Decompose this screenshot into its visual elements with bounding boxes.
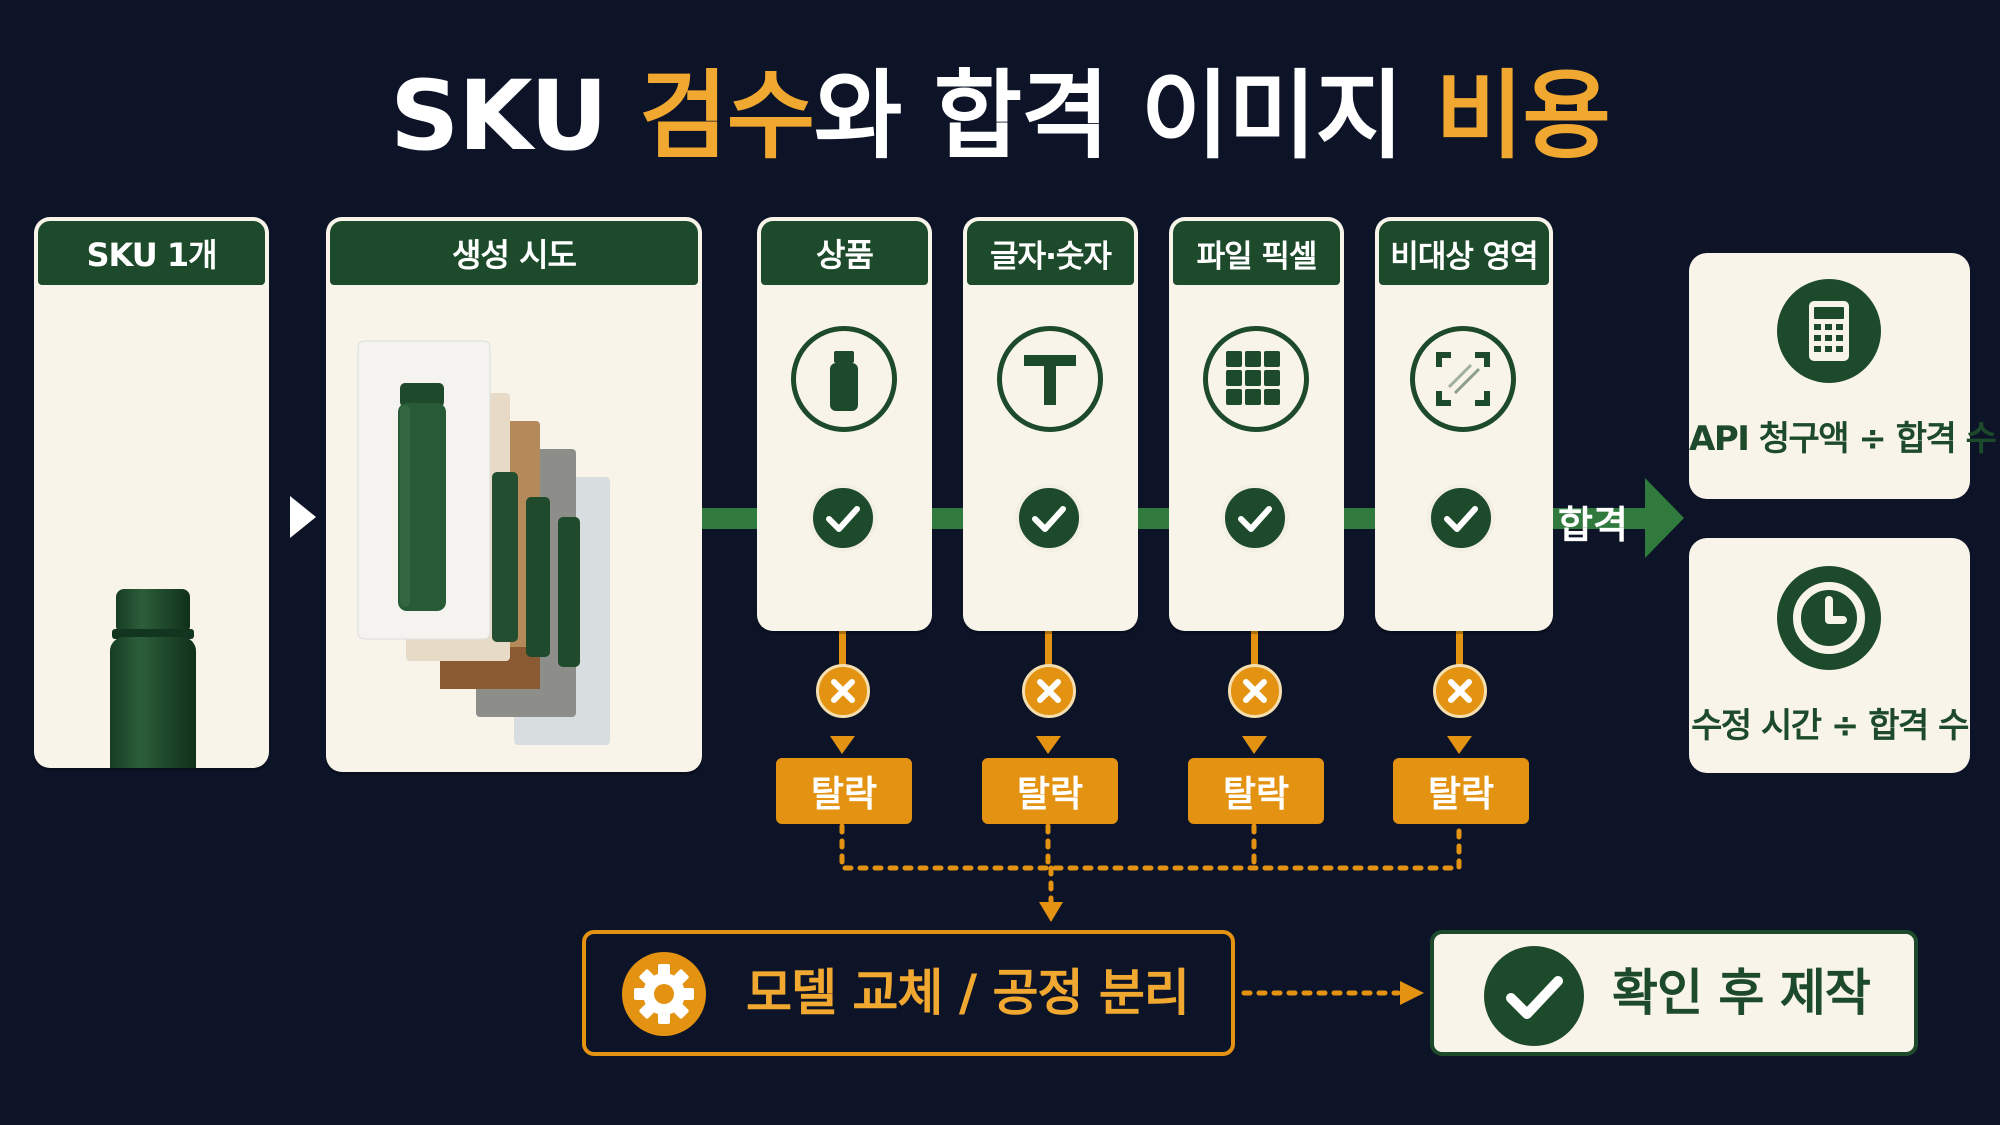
check-icon (1427, 484, 1495, 552)
attempts-card-header: 생성 시도 (330, 221, 698, 285)
fail-badge: 탈락 (1393, 758, 1529, 824)
remedy-label: 모델 교체 / 공정 분리 (746, 964, 1190, 1022)
flow-arrow-icon (290, 496, 316, 538)
crop-frame-icon (1410, 326, 1516, 432)
x-icon (816, 664, 870, 718)
pixel-grid-icon (1203, 326, 1309, 432)
remedy-box: 모델 교체 / 공정 분리 (582, 930, 1235, 1056)
confirm-box: 확인 후 제작 (1430, 930, 1918, 1056)
metric-label: API 청구액 ÷ 합격 수 (1689, 419, 1997, 459)
check-card-header: 글자·숫자 (967, 221, 1134, 285)
sku-card: SKU 1개 (34, 217, 269, 768)
bottle-image (110, 589, 196, 768)
check-card-header: 파일 픽셀 (1173, 221, 1340, 285)
pass-arrow-head (1645, 478, 1684, 558)
attempt-images-stack (357, 340, 610, 745)
sku-card-header: SKU 1개 (38, 221, 265, 285)
text-t-icon (997, 326, 1103, 432)
check-icon (1015, 484, 1083, 552)
merge-arrow-head (1039, 902, 1063, 922)
calculator-icon (1777, 279, 1881, 383)
title-part-inspection: 검수 (639, 60, 815, 172)
title-part-middle: 와 합격 이미지 (814, 60, 1436, 172)
remedy-arrow-head (1400, 981, 1424, 1005)
x-icon (1228, 664, 1282, 718)
x-icon (1433, 664, 1487, 718)
x-icon (1022, 664, 1076, 718)
check-icon (1484, 946, 1584, 1046)
fail-badge: 탈락 (776, 758, 912, 824)
metric-card-api-cost: API 청구액 ÷ 합격 수 (1689, 253, 1997, 499)
fail-badge: 탈락 (1188, 758, 1324, 824)
fail-badge: 탈락 (982, 758, 1118, 824)
metric-card-edit-time: 수정 시간 ÷ 합격 수 (1689, 538, 1970, 773)
check-card-header: 비대상 영역 (1379, 221, 1549, 285)
fail-drop-lines (839, 549, 1463, 691)
page-title: SKU 검수와 합격 이미지 비용 (0, 38, 2000, 177)
confirm-label: 확인 후 제작 (1612, 964, 1871, 1022)
bottle-icon (791, 326, 897, 432)
title-part-cost: 비용 (1435, 60, 1611, 172)
check-icon (1221, 484, 1289, 552)
check-card-header: 상품 (761, 221, 928, 285)
attempts-card: 생성 시도 (326, 217, 702, 772)
check-icon (809, 484, 877, 552)
fail-arrow-heads (830, 736, 1472, 754)
clock-icon (1777, 566, 1881, 670)
gear-icon (622, 952, 706, 1036)
metric-label: 수정 시간 ÷ 합격 수 (1691, 706, 1969, 746)
pass-label: 합격 (1558, 503, 1628, 547)
merge-dotted-lines (839, 823, 1462, 996)
check-card-pixel: 파일 픽셀 (1169, 217, 1344, 631)
title-part-sku: SKU (390, 60, 640, 172)
